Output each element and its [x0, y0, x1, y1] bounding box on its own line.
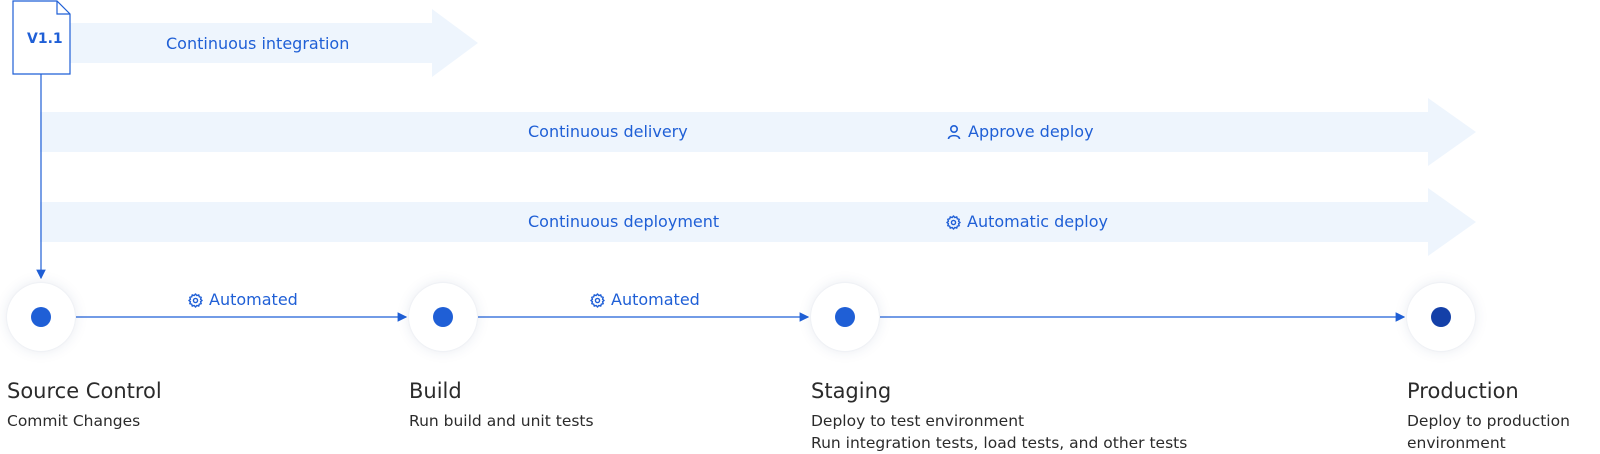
- gate-approve-deploy: Approve deploy: [946, 122, 1094, 142]
- lane-label-text: Continuous integration: [166, 34, 350, 53]
- stage-title-source-control: Source Control: [7, 379, 162, 403]
- description-line: Run build and unit tests: [409, 412, 594, 430]
- description-line: Run integration tests, load tests, and o…: [811, 434, 1188, 452]
- version-label: V1.1: [27, 31, 63, 47]
- gate-label-text: Approve deploy: [968, 122, 1094, 141]
- description-line: Deploy to test environment: [811, 412, 1025, 430]
- lane-arrow-continuous-deployment: [40, 188, 1476, 256]
- lane-label-continuous-integration: Continuous integration: [166, 34, 349, 54]
- connector-label-automated-1: Automated: [188, 290, 298, 310]
- stage-node-staging: [811, 283, 879, 351]
- lane-label-continuous-delivery: Continuous delivery: [528, 122, 688, 142]
- stage-node-build: [409, 283, 477, 351]
- description-line: Commit Changes: [7, 412, 141, 430]
- gear-icon: [188, 292, 203, 308]
- stage-dot: [433, 307, 453, 327]
- stage-node-source-control: [7, 283, 75, 351]
- stage-dot: [835, 307, 855, 327]
- description-line: environment: [1407, 434, 1506, 452]
- connector-label-text: Automated: [611, 290, 700, 309]
- stage-description-build: Run build and unit tests: [409, 410, 594, 432]
- stage-description-staging: Deploy to test environment Run integrati…: [811, 410, 1187, 454]
- stage-dot: [31, 307, 51, 327]
- gear-icon: [590, 292, 605, 308]
- connector-label-automated-2: Automated: [590, 290, 700, 310]
- version-document-icon: [12, 0, 71, 75]
- stage-title-build: Build: [409, 379, 462, 403]
- person-icon: [947, 124, 961, 140]
- lane-arrow-continuous-delivery: [40, 98, 1476, 166]
- stage-title-staging: Staging: [811, 379, 892, 403]
- lane-label-continuous-deployment: Continuous deployment: [528, 212, 719, 232]
- lane-label-text: Continuous deployment: [528, 212, 720, 231]
- stage-node-production: [1407, 283, 1475, 351]
- gear-icon: [946, 214, 961, 230]
- gate-automatic-deploy: Automatic deploy: [946, 212, 1108, 232]
- gate-label-text: Automatic deploy: [967, 212, 1108, 231]
- lane-label-text: Continuous delivery: [528, 122, 688, 141]
- stage-description-production: Deploy to production environment: [1407, 410, 1570, 454]
- description-line: Deploy to production: [1407, 412, 1570, 430]
- stage-dot: [1431, 307, 1451, 327]
- stage-title-production: Production: [1407, 379, 1519, 403]
- stage-description-source-control: Commit Changes: [7, 410, 140, 432]
- connector-label-text: Automated: [209, 290, 298, 309]
- lane-arrow-continuous-integration: [40, 9, 478, 77]
